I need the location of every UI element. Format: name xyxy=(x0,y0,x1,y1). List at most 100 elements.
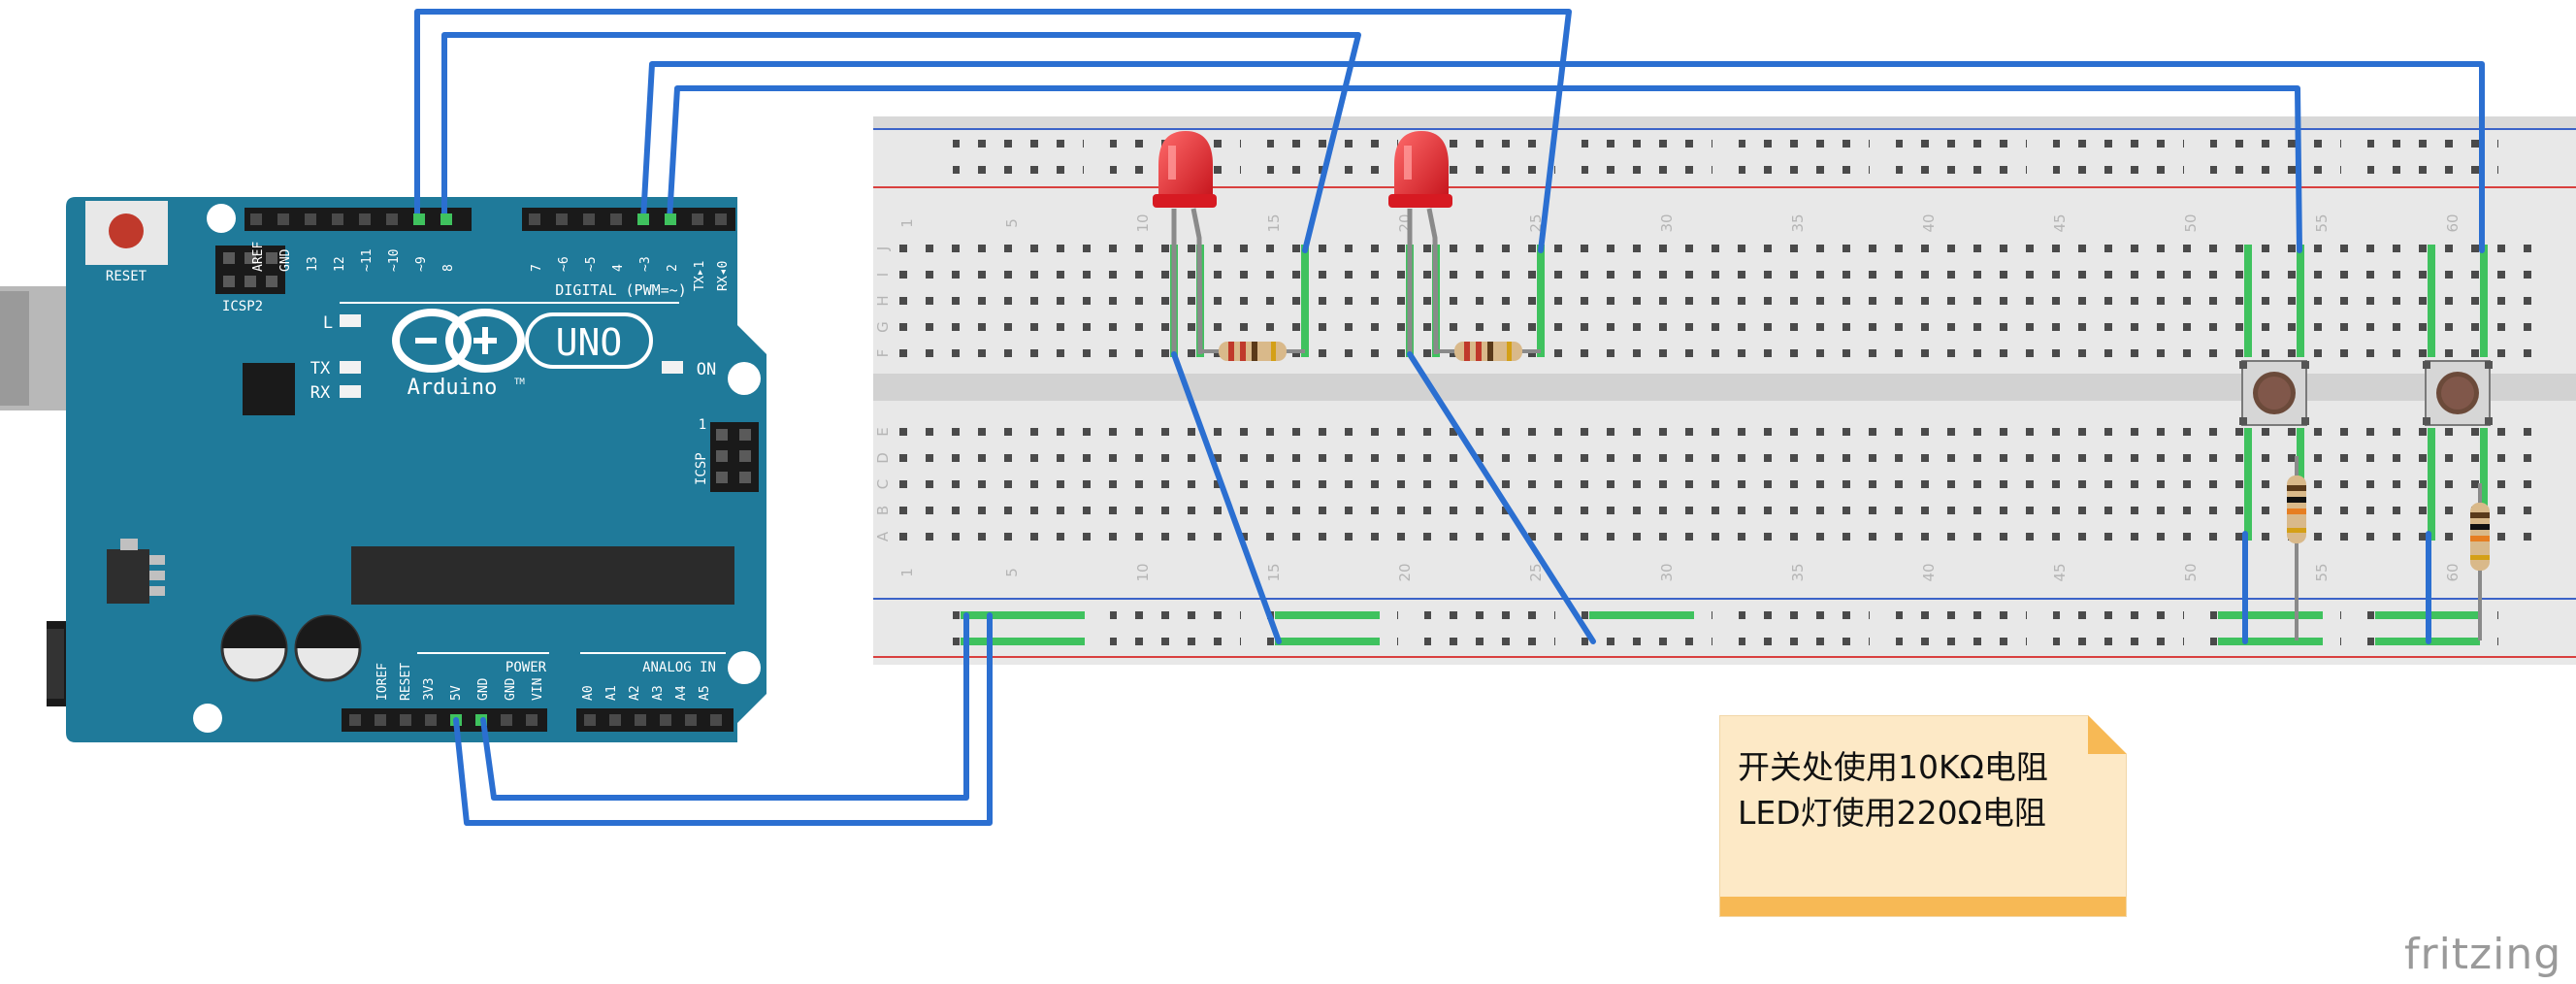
capacitor-1 xyxy=(220,614,288,682)
row-letter-e: E xyxy=(874,427,892,436)
led-1 xyxy=(1153,131,1217,355)
col-num-55-bottom: 55 xyxy=(2313,563,2331,581)
tx-led xyxy=(340,361,361,374)
pin-label-aref: AREF xyxy=(251,242,266,272)
wires xyxy=(414,9,2485,826)
center-channel xyxy=(873,374,2576,401)
pin-label-12: 12 xyxy=(333,256,347,272)
pin-label-a1: A1 xyxy=(604,685,619,701)
analog-pin-labels: A0 A1 A2 A3 A4 A5 xyxy=(581,685,712,701)
row-letter-d: D xyxy=(874,452,892,464)
led-2 xyxy=(1388,131,1452,355)
pin-label-a3: A3 xyxy=(651,685,666,701)
col-num-60: 60 xyxy=(2444,213,2462,232)
pin-label-a4: A4 xyxy=(674,685,689,701)
push-button-2 xyxy=(2423,360,2493,426)
row-letter-j: J xyxy=(874,246,892,251)
pin-label-a0: A0 xyxy=(581,685,596,701)
capacitor-2 xyxy=(294,614,362,682)
terminal-holes-bottom xyxy=(899,419,2550,550)
col-num-45: 45 xyxy=(2051,213,2069,232)
mount-hole xyxy=(193,704,222,733)
icsp-pin1-label: 1 xyxy=(699,417,706,433)
row-letters: J I H G F E D C B A xyxy=(874,246,892,541)
pin-label-8: 8 xyxy=(441,264,456,272)
digital-label: DIGITAL (PWM=~) xyxy=(555,281,686,299)
pin-label-reset: RESET xyxy=(399,663,413,701)
pin-label-2: 2 xyxy=(666,264,680,272)
wire-led2-gnd xyxy=(1407,351,1596,644)
pin-label-9: ~9 xyxy=(414,256,429,272)
pin-label-gnd-1: GND xyxy=(476,677,491,701)
note: 开关处使用10KΩ电阻 LED灯使用220Ω电阻 xyxy=(1719,715,2127,917)
wire-pin3-button2 xyxy=(640,61,2485,253)
row-letter-f: F xyxy=(874,349,892,358)
col-num-10-bottom: 10 xyxy=(1134,563,1152,581)
icsp2-label: ICSP2 xyxy=(222,299,263,314)
l-led xyxy=(340,314,361,327)
icsp-label: ICSP xyxy=(694,452,709,485)
board-body xyxy=(66,197,766,742)
reset-button-cap[interactable] xyxy=(109,213,144,248)
power-label: POWER xyxy=(505,660,547,675)
col-num-5-bottom: 5 xyxy=(1003,568,1021,577)
col-num-40: 40 xyxy=(1920,213,1938,232)
col-num-25: 25 xyxy=(1527,213,1545,232)
wire-led1-gnd xyxy=(1171,351,1282,644)
pin-label-gnd: GND xyxy=(278,248,293,272)
row-letter-b: B xyxy=(874,506,892,515)
wire-pin2-button1 xyxy=(667,85,2302,253)
row-letter-a: A xyxy=(874,531,892,541)
pin-label-gnd-2: GND xyxy=(504,677,518,701)
note-line-2: LED灯使用220Ω电阻 xyxy=(1738,794,2046,832)
col-num-10: 10 xyxy=(1134,213,1152,232)
analog-label: ANALOG IN xyxy=(642,660,716,675)
pin-label-13: 13 xyxy=(306,256,320,272)
digital-pin-labels: AREF GND 13 12 ~11 ~10 ~9 8 7 ~6 ~5 4 ~3… xyxy=(251,242,731,291)
col-num-45-bottom: 45 xyxy=(2051,563,2069,581)
analog-header xyxy=(576,708,734,732)
pin-label-4: 4 xyxy=(611,264,626,272)
col-num-25-bottom: 25 xyxy=(1527,563,1545,581)
row-letter-g: G xyxy=(874,321,892,333)
wire-pin11-led2 xyxy=(414,9,1572,253)
pin-label-11: ~11 xyxy=(360,249,375,272)
row-letter-i: I xyxy=(874,273,892,277)
pin-label-3: ~3 xyxy=(638,256,653,272)
row-letter-h: H xyxy=(874,295,892,306)
pin-label-rx0: RX◂0 xyxy=(716,261,731,291)
col-num-30: 30 xyxy=(1658,213,1676,232)
col-num-50-bottom: 50 xyxy=(2182,563,2200,581)
pin-label-a5: A5 xyxy=(698,685,712,701)
col-num-20-bottom: 20 xyxy=(1396,563,1414,581)
microcontroller-chip xyxy=(351,546,734,605)
col-num-5: 5 xyxy=(1003,218,1021,228)
pin-label-3v3: 3V3 xyxy=(422,678,437,701)
tx-led-label: TX xyxy=(310,359,331,378)
col-num-60-bottom: 60 xyxy=(2444,563,2462,581)
rx-led xyxy=(340,385,361,398)
note-fold xyxy=(2088,715,2127,754)
col-num-15: 15 xyxy=(1265,213,1283,232)
resistor-10k-1 xyxy=(2287,456,2306,640)
push-button-1 xyxy=(2239,360,2309,426)
mount-hole xyxy=(728,362,761,395)
fritzing-watermark: fritzing xyxy=(2404,930,2562,979)
resistor-10k-2 xyxy=(2470,483,2490,640)
note-line-1: 开关处使用10KΩ电阻 xyxy=(1738,748,2048,786)
on-led-label: ON xyxy=(697,360,716,379)
mount-hole xyxy=(728,651,761,684)
arduino-label: Arduino xyxy=(408,376,498,400)
arduino-uno: RESET ICSP2 AREF GND 13 xyxy=(0,197,766,742)
col-num-15-bottom: 15 xyxy=(1265,563,1283,581)
col-num-55: 55 xyxy=(2313,213,2331,232)
resistor-220-1 xyxy=(1200,342,1305,361)
col-num-30-bottom: 30 xyxy=(1658,563,1676,581)
breadboard: 1 5 10 15 20 25 30 35 40 45 50 55 60 1 5… xyxy=(873,116,2576,665)
col-num-1: 1 xyxy=(898,218,916,228)
row-letter-c: C xyxy=(874,479,892,489)
pin-label-vin: VIN xyxy=(531,678,545,701)
pin-label-tx1: TX▸1 xyxy=(693,261,707,291)
pin-label-7: 7 xyxy=(530,264,544,272)
